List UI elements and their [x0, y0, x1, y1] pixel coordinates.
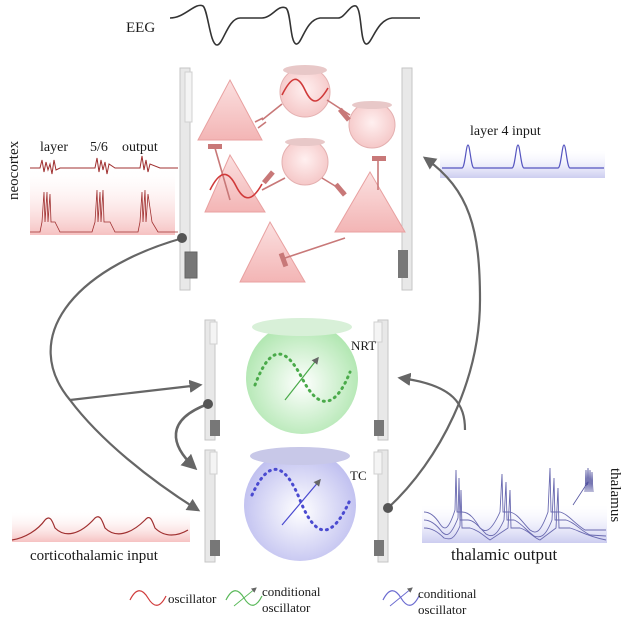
pyramidal-neuron-4	[239, 220, 306, 283]
eeg-label: EEG	[126, 20, 155, 36]
layer56-output-trace: layer 5/6 output	[30, 140, 178, 235]
eeg-trace	[169, 4, 420, 46]
tc-left-wall	[204, 449, 220, 563]
pyramidal-neuron-3	[334, 171, 406, 233]
thalamic-output-label: thalamic output	[451, 545, 558, 564]
oscillator-wave-2	[209, 173, 263, 199]
legend-conditional-blue-line1: conditional	[418, 586, 477, 601]
nrt-label: NRT	[351, 338, 376, 353]
layer-num-label: 5/6	[90, 140, 108, 155]
cortex-left-wall	[179, 67, 198, 291]
legend-conditional-green-line2: oscillator	[262, 600, 311, 615]
cortex-output-node	[177, 233, 187, 243]
corticothalamic-trace: corticothalamic input	[11, 512, 190, 564]
nrt-neuron: NRT	[246, 318, 376, 434]
legend-oscillator-icon	[129, 590, 167, 606]
legend-conditional-blue-icon	[382, 587, 420, 607]
legend-conditional-blue-line2: oscillator	[418, 602, 467, 617]
tc-neuron: TC	[244, 447, 367, 561]
connection-arrows	[49, 156, 482, 512]
thalamic-output-trace: thalamic output	[422, 467, 607, 564]
layer4-label: layer 4 input	[470, 124, 541, 139]
corticothalamic-label: corticothalamic input	[30, 548, 159, 564]
nrt-output-node	[203, 399, 213, 409]
layer-label: layer	[40, 140, 68, 155]
cortex-right-wall	[398, 67, 413, 291]
nrt-left-wall	[204, 319, 220, 441]
neocortex-label: neocortex	[6, 140, 22, 200]
tc-label: TC	[350, 468, 367, 483]
legend-conditional-green-line1: conditional	[262, 584, 321, 599]
oscillator-wave-1	[281, 78, 329, 102]
legend: oscillator conditional oscillator condit…	[129, 584, 477, 617]
pyramidal-neuron-1	[197, 78, 263, 141]
legend-conditional-green-icon	[225, 587, 263, 607]
nrt-right-wall	[373, 319, 389, 441]
output-label: output	[122, 140, 158, 155]
layer4-input-trace: layer 4 input	[440, 124, 605, 178]
legend-oscillator-label: oscillator	[168, 591, 217, 606]
thalamus-label: thalamus	[607, 468, 623, 522]
cortex-network	[197, 65, 406, 283]
tc-output-node	[383, 503, 393, 513]
